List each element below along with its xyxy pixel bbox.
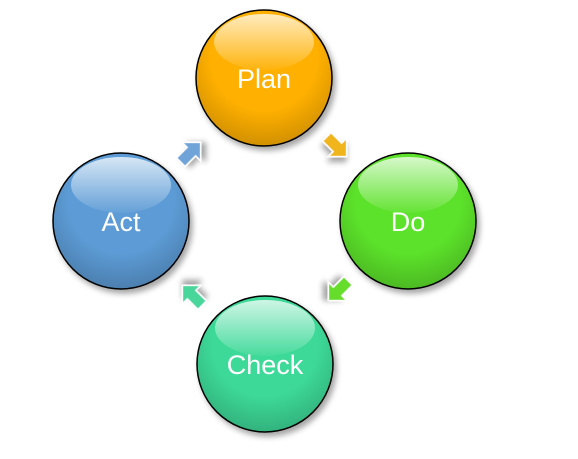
node-do: Do — [339, 152, 477, 290]
arrow-check-to-act-shape — [181, 284, 208, 311]
node-act-highlight — [71, 157, 171, 213]
arrow-check-to-act — [181, 284, 208, 311]
node-check-highlight — [215, 300, 315, 356]
arrow-do-to-check — [327, 275, 354, 302]
node-act-label: Act — [101, 207, 141, 237]
node-check: Check — [196, 295, 334, 433]
node-plan-highlight — [214, 14, 314, 70]
node-plan: Plan — [195, 9, 333, 147]
arrow-plan-to-do — [321, 131, 348, 158]
arrow-plan-to-do-shape — [321, 131, 348, 158]
node-do-highlight — [358, 157, 458, 213]
arrow-act-to-plan-shape — [175, 141, 202, 168]
node-plan-label: Plan — [237, 64, 291, 94]
arrow-do-to-check-shape — [327, 275, 354, 302]
node-act: Act — [52, 152, 190, 290]
arrow-act-to-plan — [175, 141, 202, 168]
node-check-label: Check — [227, 350, 304, 380]
node-do-label: Do — [391, 207, 426, 237]
